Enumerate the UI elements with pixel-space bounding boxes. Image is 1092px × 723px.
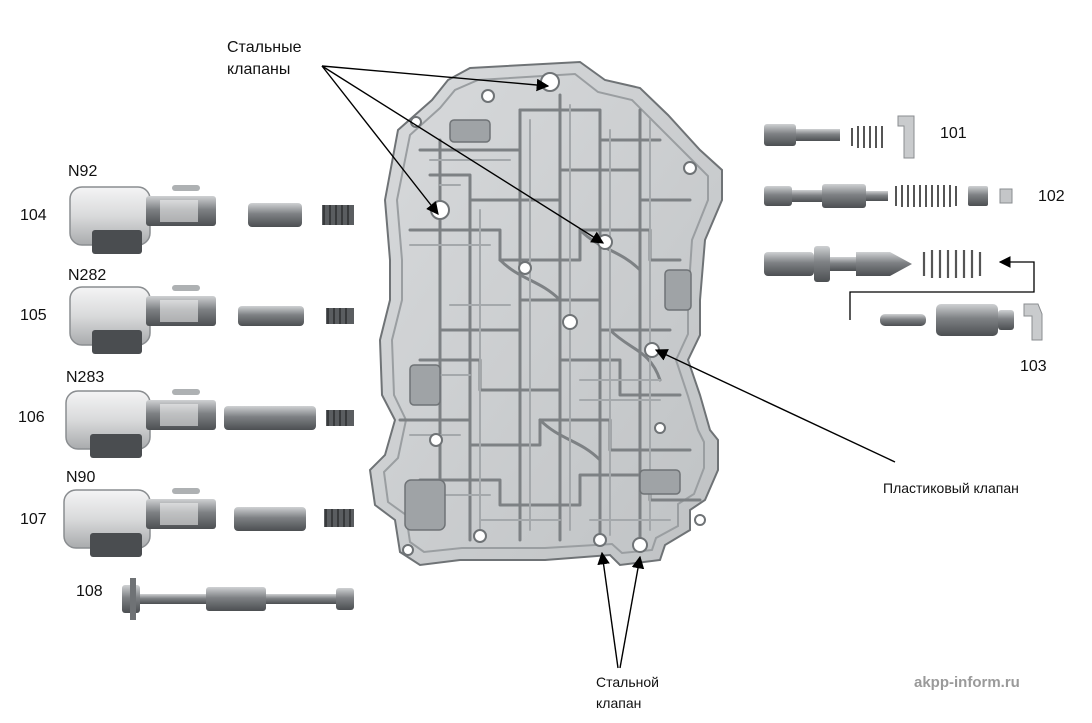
part-103 [764, 246, 1043, 341]
steel-valves-label-line1: Стальные [227, 39, 302, 56]
solenoid-name-n90: N90 [66, 469, 96, 486]
solenoid-name-n283: N283 [66, 369, 105, 386]
part-101 [764, 115, 915, 159]
part-103-bracket [849, 256, 1035, 320]
valve-body-plate [368, 60, 723, 567]
part-number-105: 105 [20, 307, 47, 324]
steel-valve-label-line2: клапан [596, 695, 642, 711]
solenoid-n283 [65, 389, 354, 458]
steel-valves-label-line2: клапаны [227, 61, 291, 78]
part-number-102: 102 [1038, 188, 1065, 205]
solenoid-name-n92: N92 [68, 163, 98, 180]
part-number-108: 108 [76, 583, 103, 600]
solenoid-name-n282: N282 [68, 267, 107, 284]
solenoid-n92 [69, 185, 354, 254]
part-108-pin [122, 578, 354, 620]
watermark: akpp-inform.ru [914, 674, 1020, 691]
plastic-valve-label: Пластиковый клапан [883, 480, 1019, 496]
solenoid-n282 [69, 285, 354, 354]
part-number-107: 107 [20, 511, 47, 528]
solenoid-assemblies [63, 185, 354, 557]
part-number-103: 103 [1020, 358, 1047, 375]
solenoid-n90 [63, 488, 354, 557]
part-102 [764, 184, 1013, 208]
part-number-104: 104 [20, 207, 47, 224]
steel-valve-label-line1: Стальной [596, 674, 659, 690]
callout-arrows [321, 65, 896, 669]
part-number-101: 101 [940, 125, 967, 142]
part-number-106: 106 [18, 409, 45, 426]
